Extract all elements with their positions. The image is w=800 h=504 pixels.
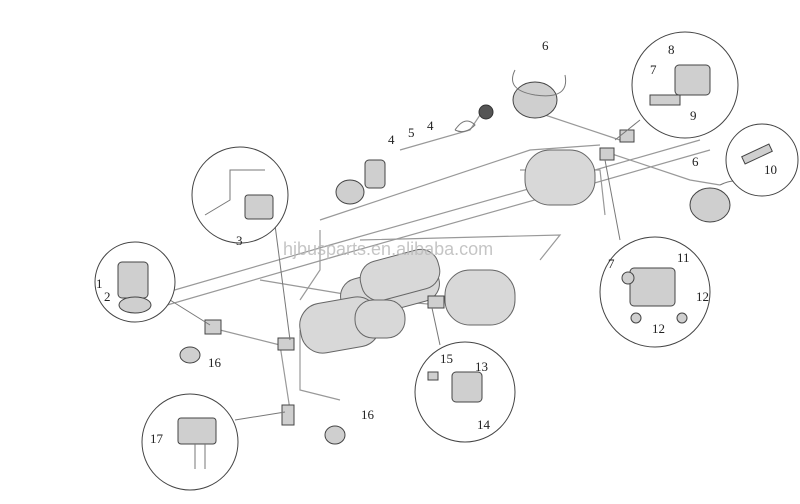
valve <box>427 295 445 309</box>
part-label: 16 <box>361 407 375 422</box>
part-label: 12 <box>696 289 709 304</box>
valve <box>277 337 295 351</box>
watermark: hjbusparts.en.alibaba.com <box>283 239 493 259</box>
pipe-loop <box>512 69 567 97</box>
callout-circle-3 <box>191 146 289 244</box>
fitting-9 <box>649 94 681 106</box>
fitting-12 <box>676 312 688 324</box>
brake-chamber <box>335 179 365 205</box>
brake-chamber <box>324 425 346 445</box>
valve-17-pipes <box>194 444 206 469</box>
valve-11 <box>629 267 676 307</box>
chassis-parts <box>179 69 751 445</box>
part-label: 6 <box>542 38 549 53</box>
part-label: 5 <box>408 125 415 140</box>
part-label: 16 <box>208 355 222 370</box>
valve <box>619 129 635 143</box>
valve-2 <box>118 296 152 314</box>
valve <box>364 159 386 189</box>
valve <box>478 104 494 120</box>
part-label: 4 <box>427 118 434 133</box>
part-label: 1 <box>96 276 103 291</box>
valve-3 <box>244 194 274 220</box>
fitting-7 <box>621 271 635 285</box>
coil-pipe <box>454 120 476 133</box>
part-label: 13 <box>475 359 488 374</box>
fitting-15 <box>427 371 439 381</box>
part-label: 10 <box>764 162 777 177</box>
air-tank <box>524 149 596 206</box>
valve-13 <box>451 371 483 403</box>
part-label: 3 <box>236 233 243 248</box>
valve-8 <box>674 64 711 96</box>
air-tank <box>359 248 441 302</box>
fitting-12 <box>630 312 642 324</box>
callout-circle-10 <box>725 123 799 197</box>
part-label: 15 <box>440 351 453 366</box>
part-label: 7 <box>608 256 615 271</box>
valve <box>599 147 615 161</box>
valve <box>204 319 222 335</box>
brake-chamber <box>512 81 558 119</box>
part-label: 2 <box>104 289 111 304</box>
air-tank <box>354 299 406 339</box>
valve-1 <box>117 261 149 299</box>
brake-chamber <box>689 187 731 223</box>
valve-17 <box>177 417 217 445</box>
part-label: 12 <box>652 321 665 336</box>
brake-chamber <box>179 346 201 364</box>
part-label: 9 <box>690 108 697 123</box>
valve <box>281 404 295 426</box>
part-label: 4 <box>388 132 395 147</box>
air-tank <box>444 269 516 326</box>
part-label: 7 <box>650 62 657 77</box>
part-label: 11 <box>677 250 690 265</box>
part-label: 14 <box>477 417 491 432</box>
fitting-10 <box>741 143 773 165</box>
part-label: 17 <box>150 431 164 446</box>
part-label: 8 <box>668 42 675 57</box>
part-label: 6 <box>692 154 699 169</box>
bracket <box>204 169 265 216</box>
callout-parts <box>117 64 773 469</box>
part-labels: 6 8 7 9 4 5 4 10 6 3 1 2 16 7 11 12 12 1… <box>96 38 777 446</box>
air-tanks <box>299 149 596 354</box>
